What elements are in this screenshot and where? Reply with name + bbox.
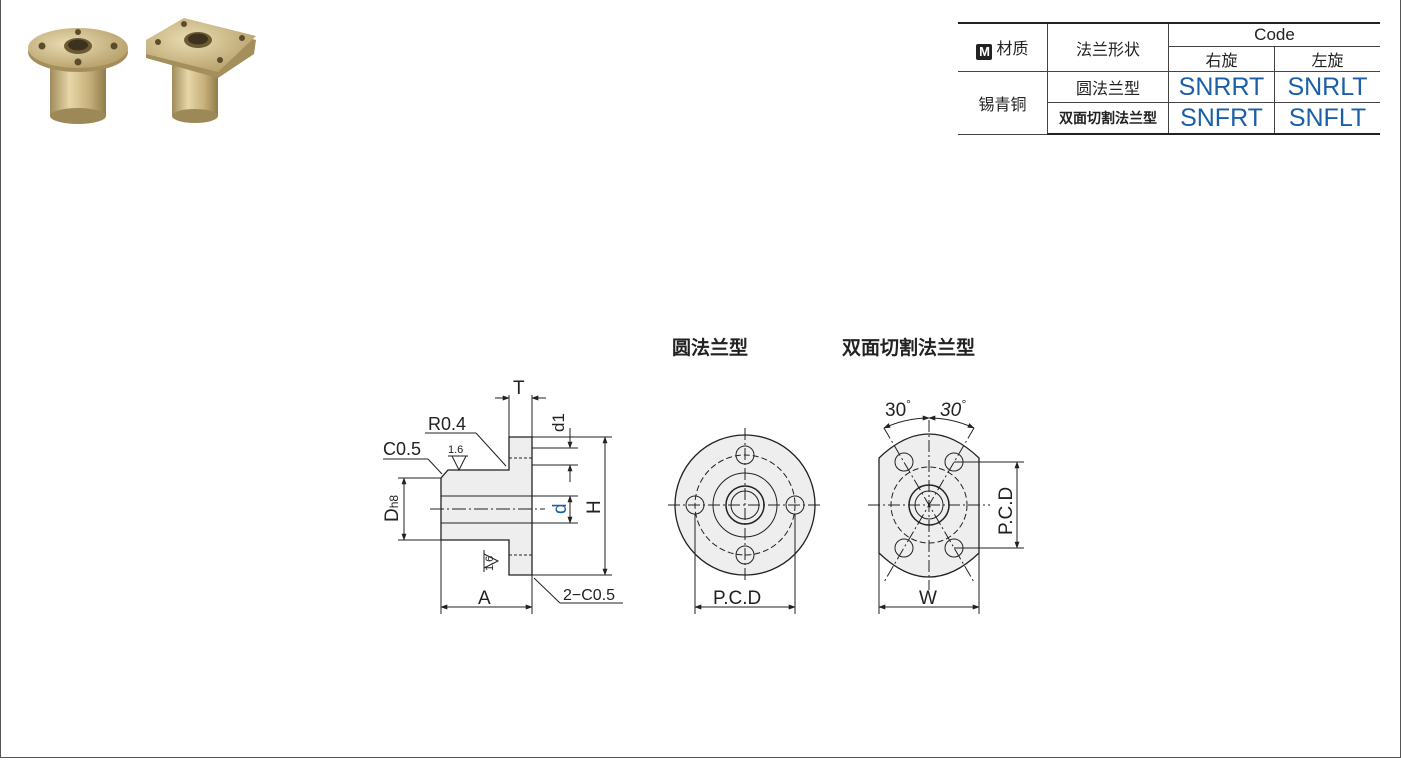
angle-left: 30° xyxy=(885,397,911,421)
side-section-view xyxy=(383,395,623,614)
round-flange-title: 圆法兰型 xyxy=(672,337,749,359)
cut-flange-photo xyxy=(146,18,256,123)
cut-flange-title: 双面切割法兰型 xyxy=(842,337,976,359)
roughness-top: 1.6 xyxy=(448,444,463,456)
dim-d1: d1 xyxy=(549,413,568,432)
material-value: 锡青铜 xyxy=(958,71,1048,135)
dim-2C: 2−C0.5 xyxy=(563,587,615,604)
dim-pcd-round: P.C.D xyxy=(713,588,761,609)
dim-A: A xyxy=(478,588,491,609)
dim-D: Dh8 xyxy=(382,495,403,522)
dim-pcd-cut: P.C.D xyxy=(996,487,1017,535)
cut-flange-view xyxy=(868,415,1024,614)
code-snflt: SNFLT xyxy=(1274,102,1380,135)
angle-right: 30° xyxy=(940,397,966,421)
code-header: Code xyxy=(1168,22,1380,47)
code-snrrt: SNRRT xyxy=(1168,71,1275,103)
shape-cut: 双面切割法兰型 xyxy=(1047,102,1169,135)
round-flange-photo xyxy=(28,28,128,124)
dim-W: W xyxy=(919,588,937,609)
dim-H: H xyxy=(584,500,605,514)
dim-d: d xyxy=(550,503,571,514)
dim-T: T xyxy=(513,378,525,399)
right-hand-header: 右旋 xyxy=(1168,46,1275,72)
code-snfrt: SNFRT xyxy=(1168,102,1275,135)
product-photo xyxy=(28,18,256,124)
code-snrlt: SNRLT xyxy=(1274,71,1380,103)
round-flange-view xyxy=(668,428,822,614)
roughness-bottom: 1.6 xyxy=(484,556,496,571)
dim-C: C0.5 xyxy=(383,439,421,459)
shape-header: 法兰形状 xyxy=(1047,22,1169,72)
left-hand-header: 左旋 xyxy=(1274,46,1380,72)
shape-round: 圆法兰型 xyxy=(1047,71,1169,103)
material-icon: M xyxy=(976,44,993,60)
dim-R: R0.4 xyxy=(428,414,466,434)
